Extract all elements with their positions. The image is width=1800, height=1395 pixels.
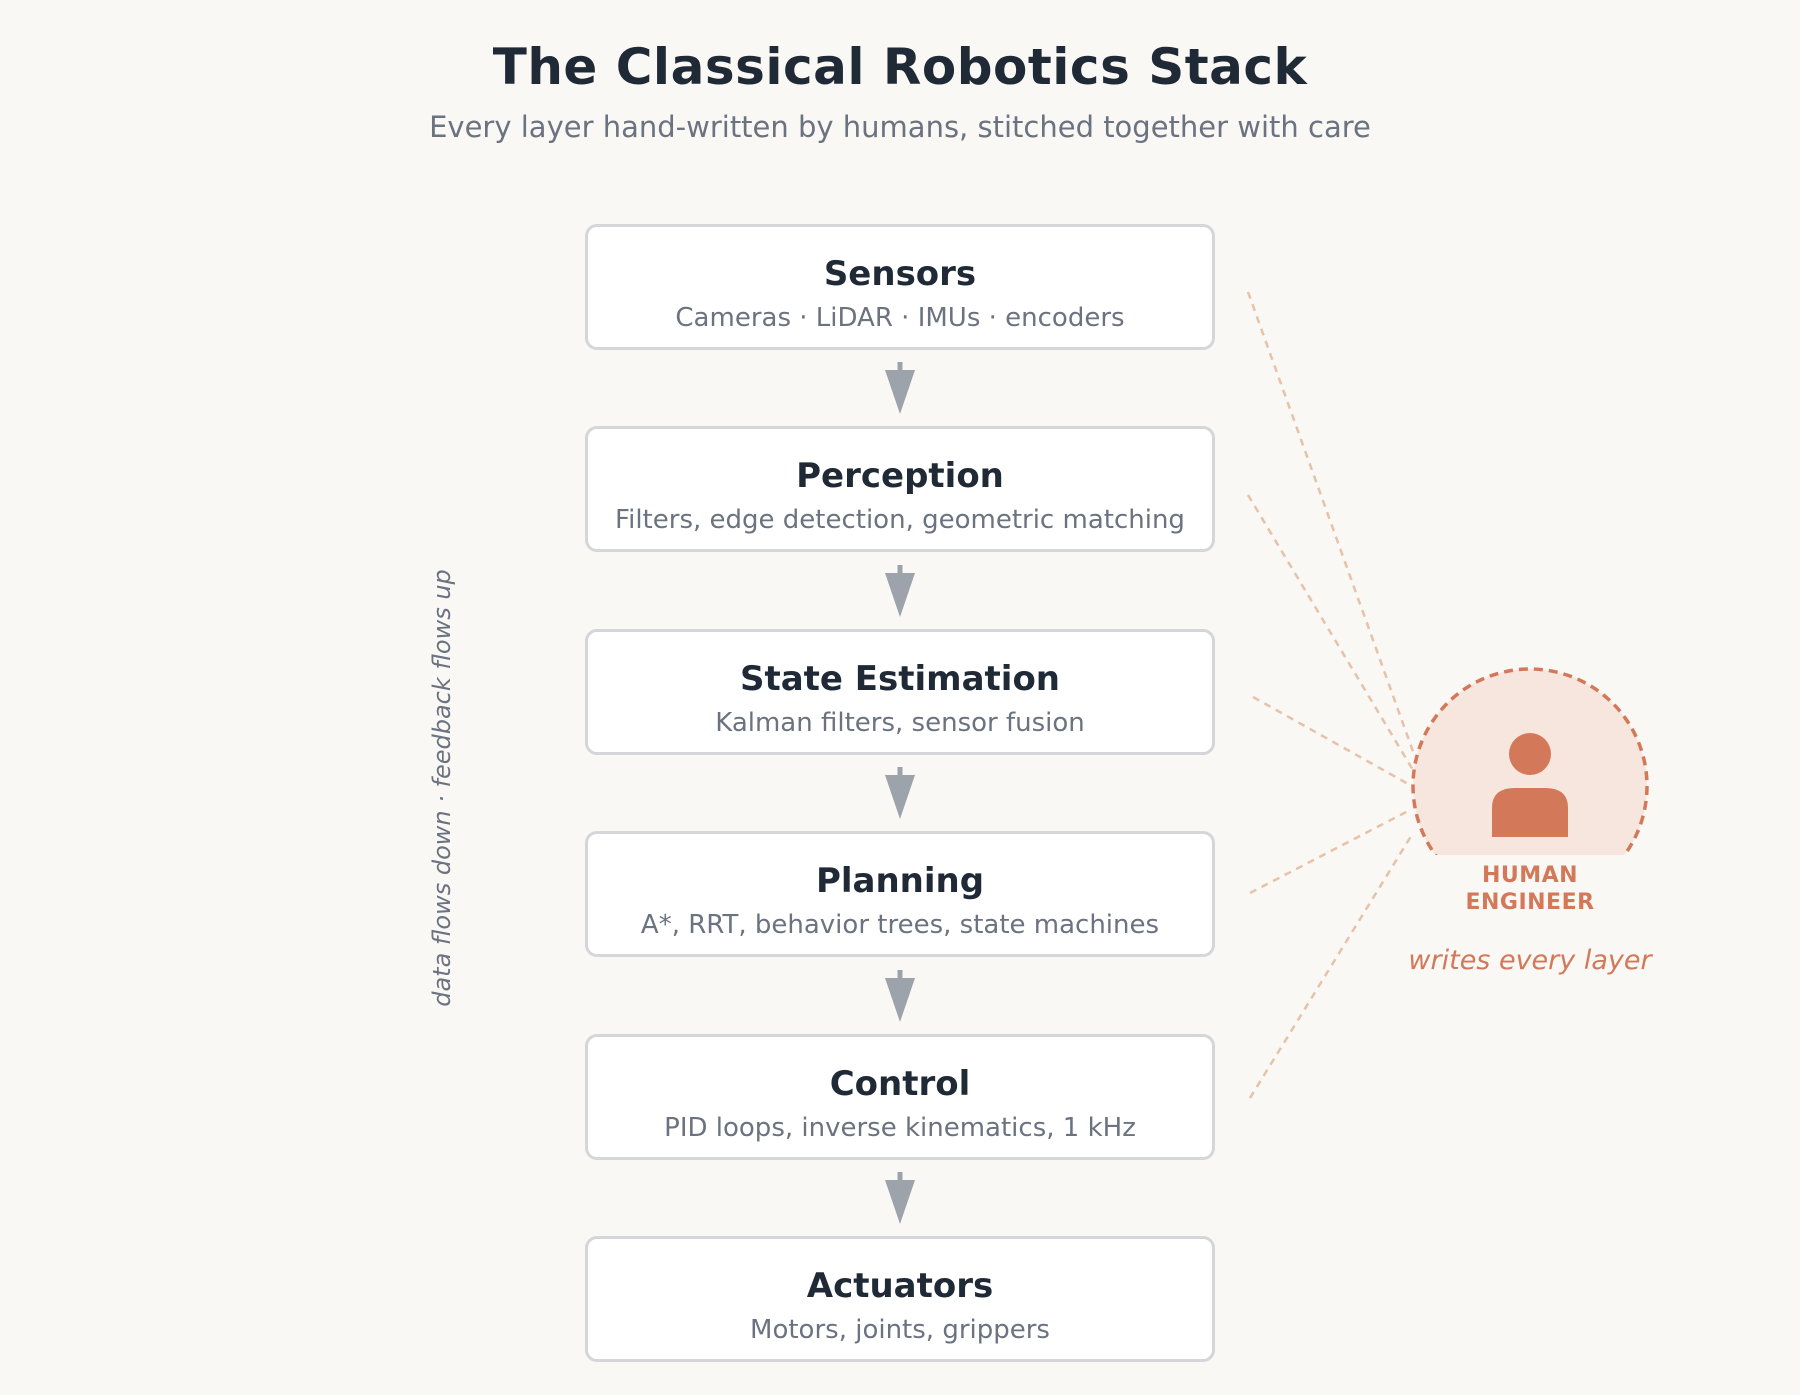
layer-box-sensors: Sensors Cameras · LiDAR · IMUs · encoder…	[585, 224, 1215, 350]
connector-line-planning	[1249, 808, 1411, 895]
layer-title: Actuators	[806, 1266, 994, 1306]
page-title: The Classical Robotics Stack	[492, 38, 1308, 96]
layer-description: Kalman filters, sensor fusion	[715, 708, 1085, 738]
layer-box-planning: Planning A*, RRT, behavior trees, state …	[585, 831, 1215, 957]
layer-box-control: Control PID loops, inverse kinematics, 1…	[585, 1034, 1215, 1160]
engineer-badge	[1411, 667, 1649, 917]
layer-title: State Estimation	[739, 659, 1061, 699]
down-arrow-icon	[885, 1172, 915, 1224]
layer-title: Sensors	[823, 254, 977, 294]
layer-description: Motors, joints, grippers	[750, 1315, 1050, 1345]
layer-description: PID loops, inverse kinematics, 1 kHz	[664, 1113, 1136, 1143]
layer-description: Filters, edge detection, geometric match…	[615, 505, 1185, 535]
down-arrow-icon	[885, 565, 915, 617]
connector-line-perception	[1246, 494, 1415, 771]
page-subtitle: Every layer hand-written by humans, stit…	[429, 110, 1371, 144]
layer-title: Control	[829, 1064, 971, 1104]
down-arrow-icon	[885, 362, 915, 414]
data-flow-note: data flows down · feedback flows up	[428, 569, 456, 1007]
layer-box-perception: Perception Filters, edge detection, geom…	[585, 426, 1215, 552]
down-arrow-icon	[885, 970, 915, 1022]
layer-box-state-estimation: State Estimation Kalman filters, sensor …	[585, 629, 1215, 755]
engineer-label-line1: HUMAN	[1481, 863, 1579, 888]
layer-title: Perception	[796, 456, 1004, 496]
connector-line-sensors	[1246, 291, 1417, 758]
layer-description: A*, RRT, behavior trees, state machines	[640, 910, 1160, 940]
connector-line-state-estimation	[1252, 695, 1411, 787]
down-arrow-icon	[885, 767, 915, 819]
engineer-label: HUMAN ENGINEER	[1430, 862, 1630, 916]
engineer-note: writes every layer	[1408, 945, 1652, 976]
layer-description: Cameras · LiDAR · IMUs · encoders	[675, 303, 1125, 333]
layer-box-actuators: Actuators Motors, joints, grippers	[585, 1236, 1215, 1362]
engineer-label-line2: ENGINEER	[1465, 890, 1595, 915]
person-icon	[1492, 733, 1568, 837]
layer-title: Planning	[815, 861, 985, 901]
